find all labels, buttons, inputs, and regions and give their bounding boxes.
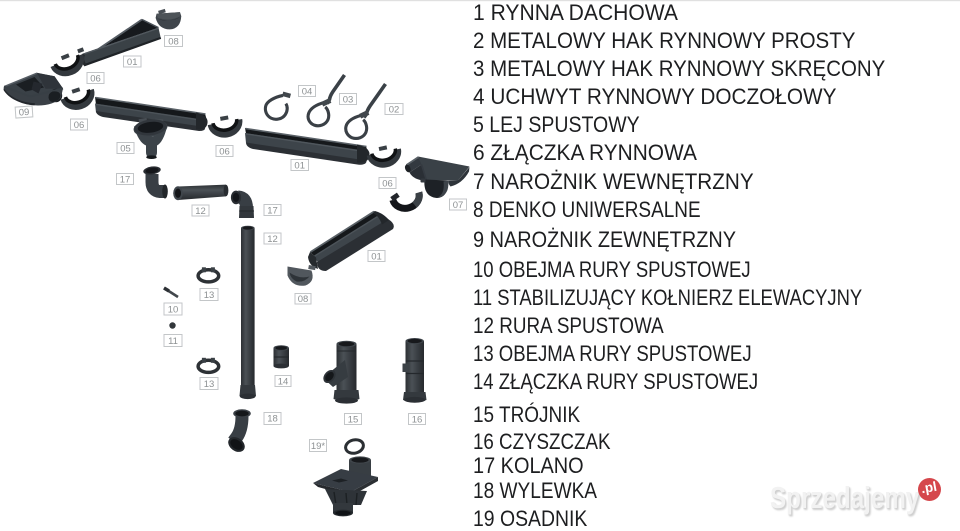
svg-text:19*: 19*: [311, 441, 326, 452]
svg-text:18: 18: [267, 414, 278, 425]
svg-text:10: 10: [168, 304, 179, 315]
svg-text:01: 01: [371, 251, 382, 262]
svg-text:13: 13: [204, 290, 215, 301]
svg-text:17: 17: [120, 174, 131, 185]
svg-text:06: 06: [74, 120, 85, 131]
svg-text:06: 06: [90, 73, 101, 84]
svg-text:16: 16: [412, 414, 423, 425]
svg-text:08: 08: [298, 294, 309, 305]
svg-text:07: 07: [453, 200, 464, 211]
svg-text:14: 14: [278, 376, 289, 387]
svg-text:11: 11: [168, 336, 178, 347]
svg-text:05: 05: [120, 143, 131, 154]
svg-text:08: 08: [168, 36, 179, 47]
svg-text:12: 12: [195, 206, 206, 217]
svg-text:12: 12: [267, 234, 278, 245]
svg-text:01: 01: [127, 57, 138, 68]
svg-text:01: 01: [294, 160, 305, 171]
svg-text:06: 06: [219, 146, 230, 157]
svg-text:06: 06: [382, 178, 393, 189]
svg-text:02: 02: [389, 104, 400, 115]
svg-text:09: 09: [18, 107, 29, 119]
svg-text:17: 17: [267, 205, 278, 216]
svg-text:15: 15: [348, 414, 359, 425]
svg-text:13: 13: [204, 379, 215, 390]
svg-text:04: 04: [302, 86, 313, 97]
svg-text:03: 03: [343, 94, 354, 105]
